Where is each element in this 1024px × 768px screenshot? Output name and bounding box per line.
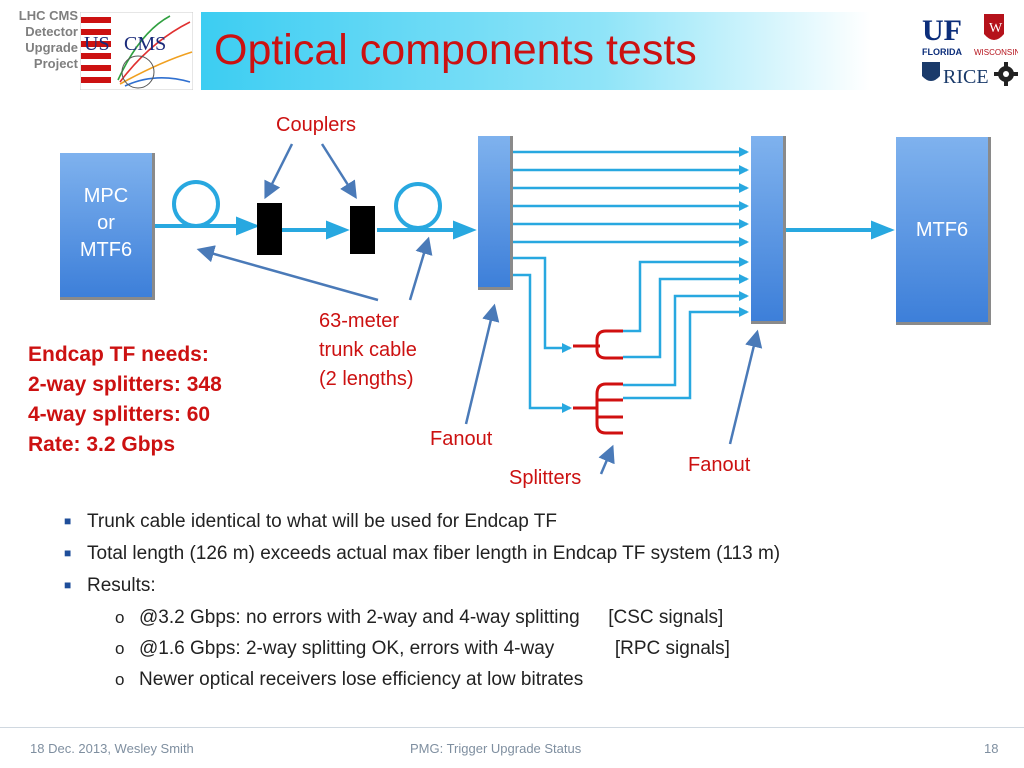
square-bullet-icon: ■ — [64, 546, 72, 560]
needs-line: 4-way splitters: 60 — [28, 403, 211, 426]
square-bullet-icon: ■ — [64, 578, 72, 592]
footer-divider — [0, 727, 1024, 728]
wisconsin-crest-icon: W — [984, 14, 1004, 40]
bullet-list: ■ Trunk cable identical to what will be … — [60, 510, 900, 699]
wisconsin-logo-text: WISCONSIN — [974, 48, 1018, 57]
bullet-text: Results: — [87, 575, 156, 596]
bullet-text: Trunk cable identical to what will be us… — [87, 511, 557, 532]
mpc-or-mtf6-box: MPC or MTF6 — [60, 153, 155, 300]
circle-bullet-icon: o — [115, 608, 125, 627]
sub-bullet-tag: [CSC signals] — [608, 607, 724, 628]
us-logo-text: US — [84, 33, 110, 55]
rice-logo-text: RICE — [943, 66, 989, 88]
bullet-item: ■ Trunk cable identical to what will be … — [60, 510, 900, 533]
sub-bullet-text: @3.2 Gbps: no errors with 2-way and 4-wa… — [139, 607, 580, 628]
fanout-fibers — [513, 147, 749, 413]
svg-text:W: W — [989, 21, 1003, 36]
circle-bullet-icon: o — [115, 639, 125, 658]
fanout-left-block — [478, 136, 513, 290]
needs-line: Rate: 3.2 Gbps — [28, 433, 176, 456]
sub-bullet-tag: [RPC signals] — [614, 638, 730, 659]
flag-stripes-icon — [81, 17, 111, 83]
splitters-label: Splitters — [509, 467, 582, 489]
slide-title: Optical components tests — [214, 26, 697, 74]
fanout-left-label: Fanout — [430, 428, 493, 450]
footer-title: PMG: Trigger Upgrade Status — [410, 741, 582, 756]
coupler-block — [257, 203, 282, 255]
splitter-2way — [573, 329, 623, 360]
fanout-right-label: Fanout — [688, 454, 751, 476]
title-bar — [201, 12, 870, 90]
trunk-cable-loop — [394, 182, 442, 230]
university-logos: UF FLORIDA W WISCONSIN RICE — [922, 14, 1018, 88]
project-line: Upgrade — [25, 40, 78, 55]
circle-bullet-icon: o — [115, 670, 125, 689]
splitter-4way — [573, 382, 623, 435]
needs-line: 2-way splitters: 348 — [28, 373, 222, 396]
square-bullet-icon: ■ — [64, 514, 72, 528]
trunk-line: trunk cable — [319, 339, 417, 361]
needs-line: Endcap TF needs: — [28, 343, 209, 366]
florida-logo-text: FLORIDA — [922, 47, 962, 57]
main-fiber-path — [155, 180, 895, 240]
gear-icon — [994, 62, 1018, 86]
sub-bullet-text: Newer optical receivers lose efficiency … — [139, 669, 584, 690]
rice-shield-icon — [922, 62, 940, 81]
page-number: 18 — [984, 741, 999, 756]
project-line: Project — [33, 56, 78, 71]
project-line: Detector — [25, 24, 78, 39]
box-line: MTF6 — [79, 239, 133, 261]
box-line: or — [97, 212, 115, 234]
sub-bullet-item: o Newer optical receivers lose efficienc… — [60, 668, 900, 691]
bullet-text: Total length (126 m) exceeds actual max … — [87, 543, 781, 564]
cms-logo-text: CMS — [124, 33, 166, 55]
endcap-needs-block: Endcap TF needs: 2-way splitters: 348 4-… — [28, 340, 222, 460]
project-line: LHC CMS — [18, 8, 78, 23]
mtf6-box: MTF6 — [896, 137, 991, 325]
trunk-cable-loop — [172, 180, 220, 228]
sub-bullet-item: o @3.2 Gbps: no errors with 2-way and 4-… — [60, 606, 900, 629]
coupler-block — [350, 206, 375, 254]
bullet-item: ■ Total length (126 m) exceeds actual ma… — [60, 542, 900, 565]
us-cms-logo: US CMS — [80, 12, 193, 90]
trunk-line: 63-meter — [319, 310, 400, 332]
box-line: MPC — [83, 185, 129, 207]
trunk-cable-label: 63-meter trunk cable (2 lengths) — [319, 307, 417, 394]
footer-date-author: 18 Dec. 2013, Wesley Smith — [30, 741, 194, 756]
fanout-right-block — [751, 136, 786, 324]
sub-bullet-item: o @1.6 Gbps: 2-way splitting OK, errors … — [60, 637, 900, 660]
annotation-arrows — [196, 143, 763, 475]
uf-logo-text: UF — [922, 14, 962, 47]
particle-tracks-icon — [117, 15, 193, 89]
project-label: LHC CMS Detector Upgrade Project — [0, 8, 78, 72]
bullet-item: ■ Results: — [60, 574, 900, 597]
trunk-line: (2 lengths) — [319, 368, 414, 390]
sub-bullet-text: @1.6 Gbps: 2-way splitting OK, errors wi… — [139, 638, 555, 659]
couplers-label: Couplers — [276, 114, 357, 136]
